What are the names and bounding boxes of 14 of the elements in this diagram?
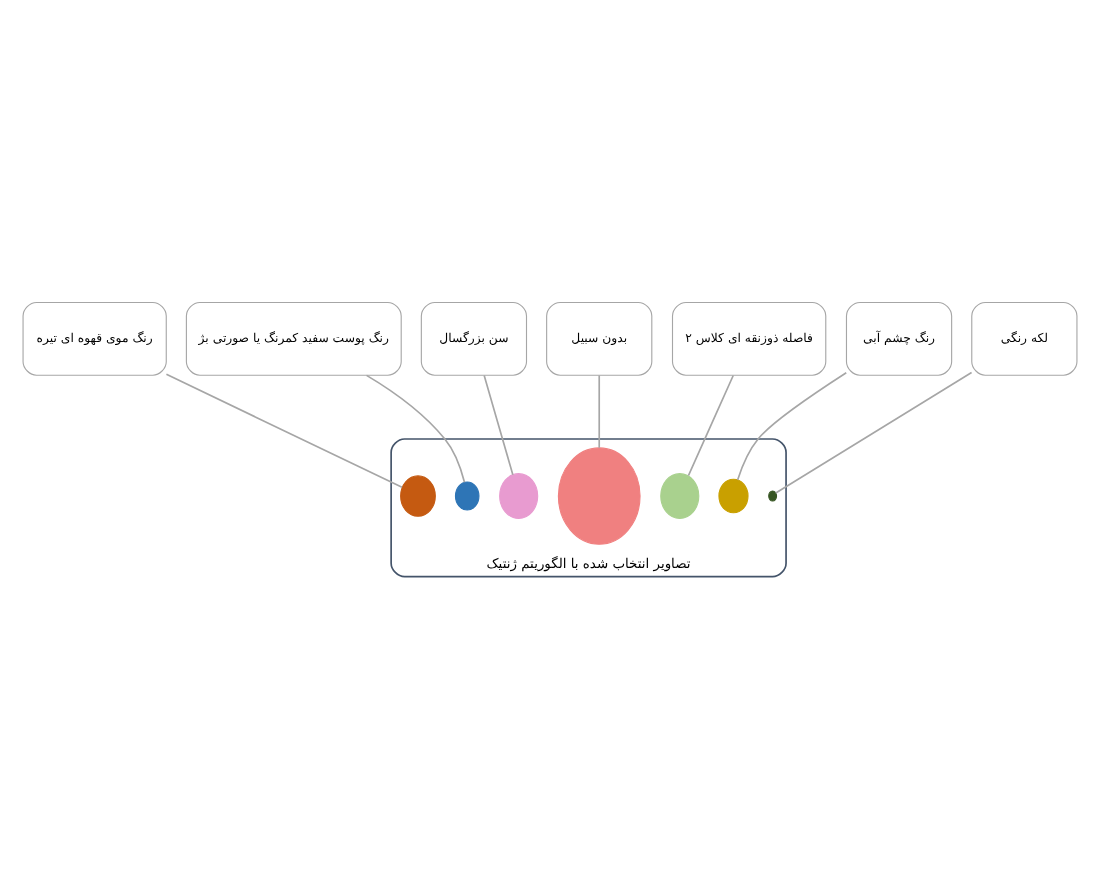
connector bbox=[165, 373, 403, 489]
connector bbox=[365, 374, 466, 484]
node-circle bbox=[557, 447, 641, 545]
connector bbox=[774, 371, 973, 494]
connector bbox=[598, 374, 601, 449]
node-circle bbox=[454, 481, 480, 511]
node-circle bbox=[400, 475, 436, 517]
node-circle bbox=[499, 473, 539, 519]
node-circle bbox=[718, 478, 749, 514]
connector bbox=[736, 371, 848, 481]
node-circle bbox=[660, 473, 700, 519]
connector bbox=[483, 374, 514, 476]
node-circle bbox=[768, 490, 778, 502]
connector bbox=[687, 374, 735, 477]
